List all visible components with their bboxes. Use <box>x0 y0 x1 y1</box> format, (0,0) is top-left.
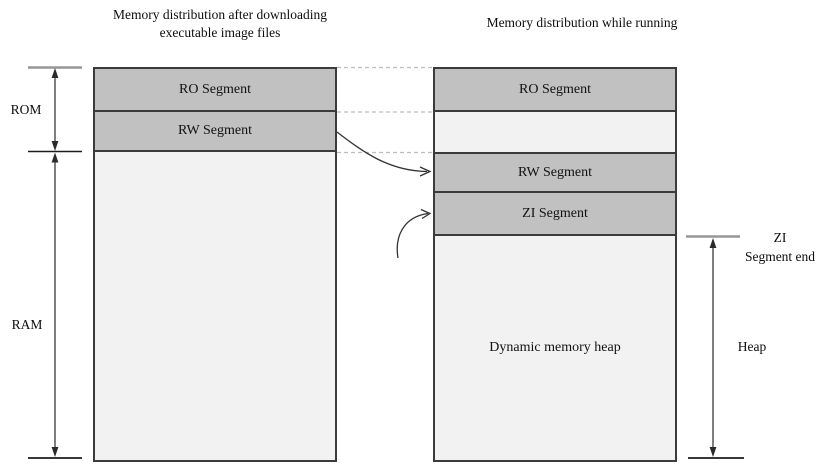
rom-arrowhead-down <box>51 141 59 151</box>
memory-column-after-download: RO Segment RW Segment <box>93 67 337 462</box>
zi-segment-end-label: ZI Segment end <box>731 228 829 266</box>
zi-pointer-arrow <box>396 212 429 259</box>
rw-relocation-arrowhead <box>419 166 432 177</box>
zi-segment-box: ZI Segment <box>435 193 675 236</box>
ram-arrowhead-up <box>51 152 59 163</box>
ram-range-label: RAM <box>11 317 43 332</box>
empty-gap-box <box>435 112 675 154</box>
heap-arrowhead-down <box>709 447 717 457</box>
rw-segment-box: RW Segment <box>95 112 335 152</box>
rw-segment-box: RW Segment <box>435 154 675 193</box>
memory-column-while-running: RO Segment RW Segment ZI Segment Dynamic… <box>433 67 677 462</box>
dynamic-memory-heap-box: Dynamic memory heap <box>435 236 675 460</box>
ram-arrowhead-down <box>51 447 59 457</box>
left-column-title: Memory distribution after downloading ex… <box>112 7 328 40</box>
unused-ram-box <box>95 152 335 460</box>
zi-segment-end-line2: Segment end <box>744 249 816 264</box>
zi-segment-end-line1: ZI <box>773 230 787 245</box>
heap-range-label: Heap <box>737 339 767 354</box>
rw-relocation-arrow <box>336 131 428 173</box>
heap-arrowhead-up <box>709 238 717 248</box>
right-column-title: Memory distribution while running <box>486 15 678 30</box>
ro-segment-box: RO Segment <box>95 69 335 112</box>
zi-pointer-arrowhead <box>420 208 432 220</box>
rom-range-label: ROM <box>10 102 42 117</box>
rom-arrowhead-up <box>51 68 59 78</box>
ro-segment-box: RO Segment <box>435 69 675 112</box>
